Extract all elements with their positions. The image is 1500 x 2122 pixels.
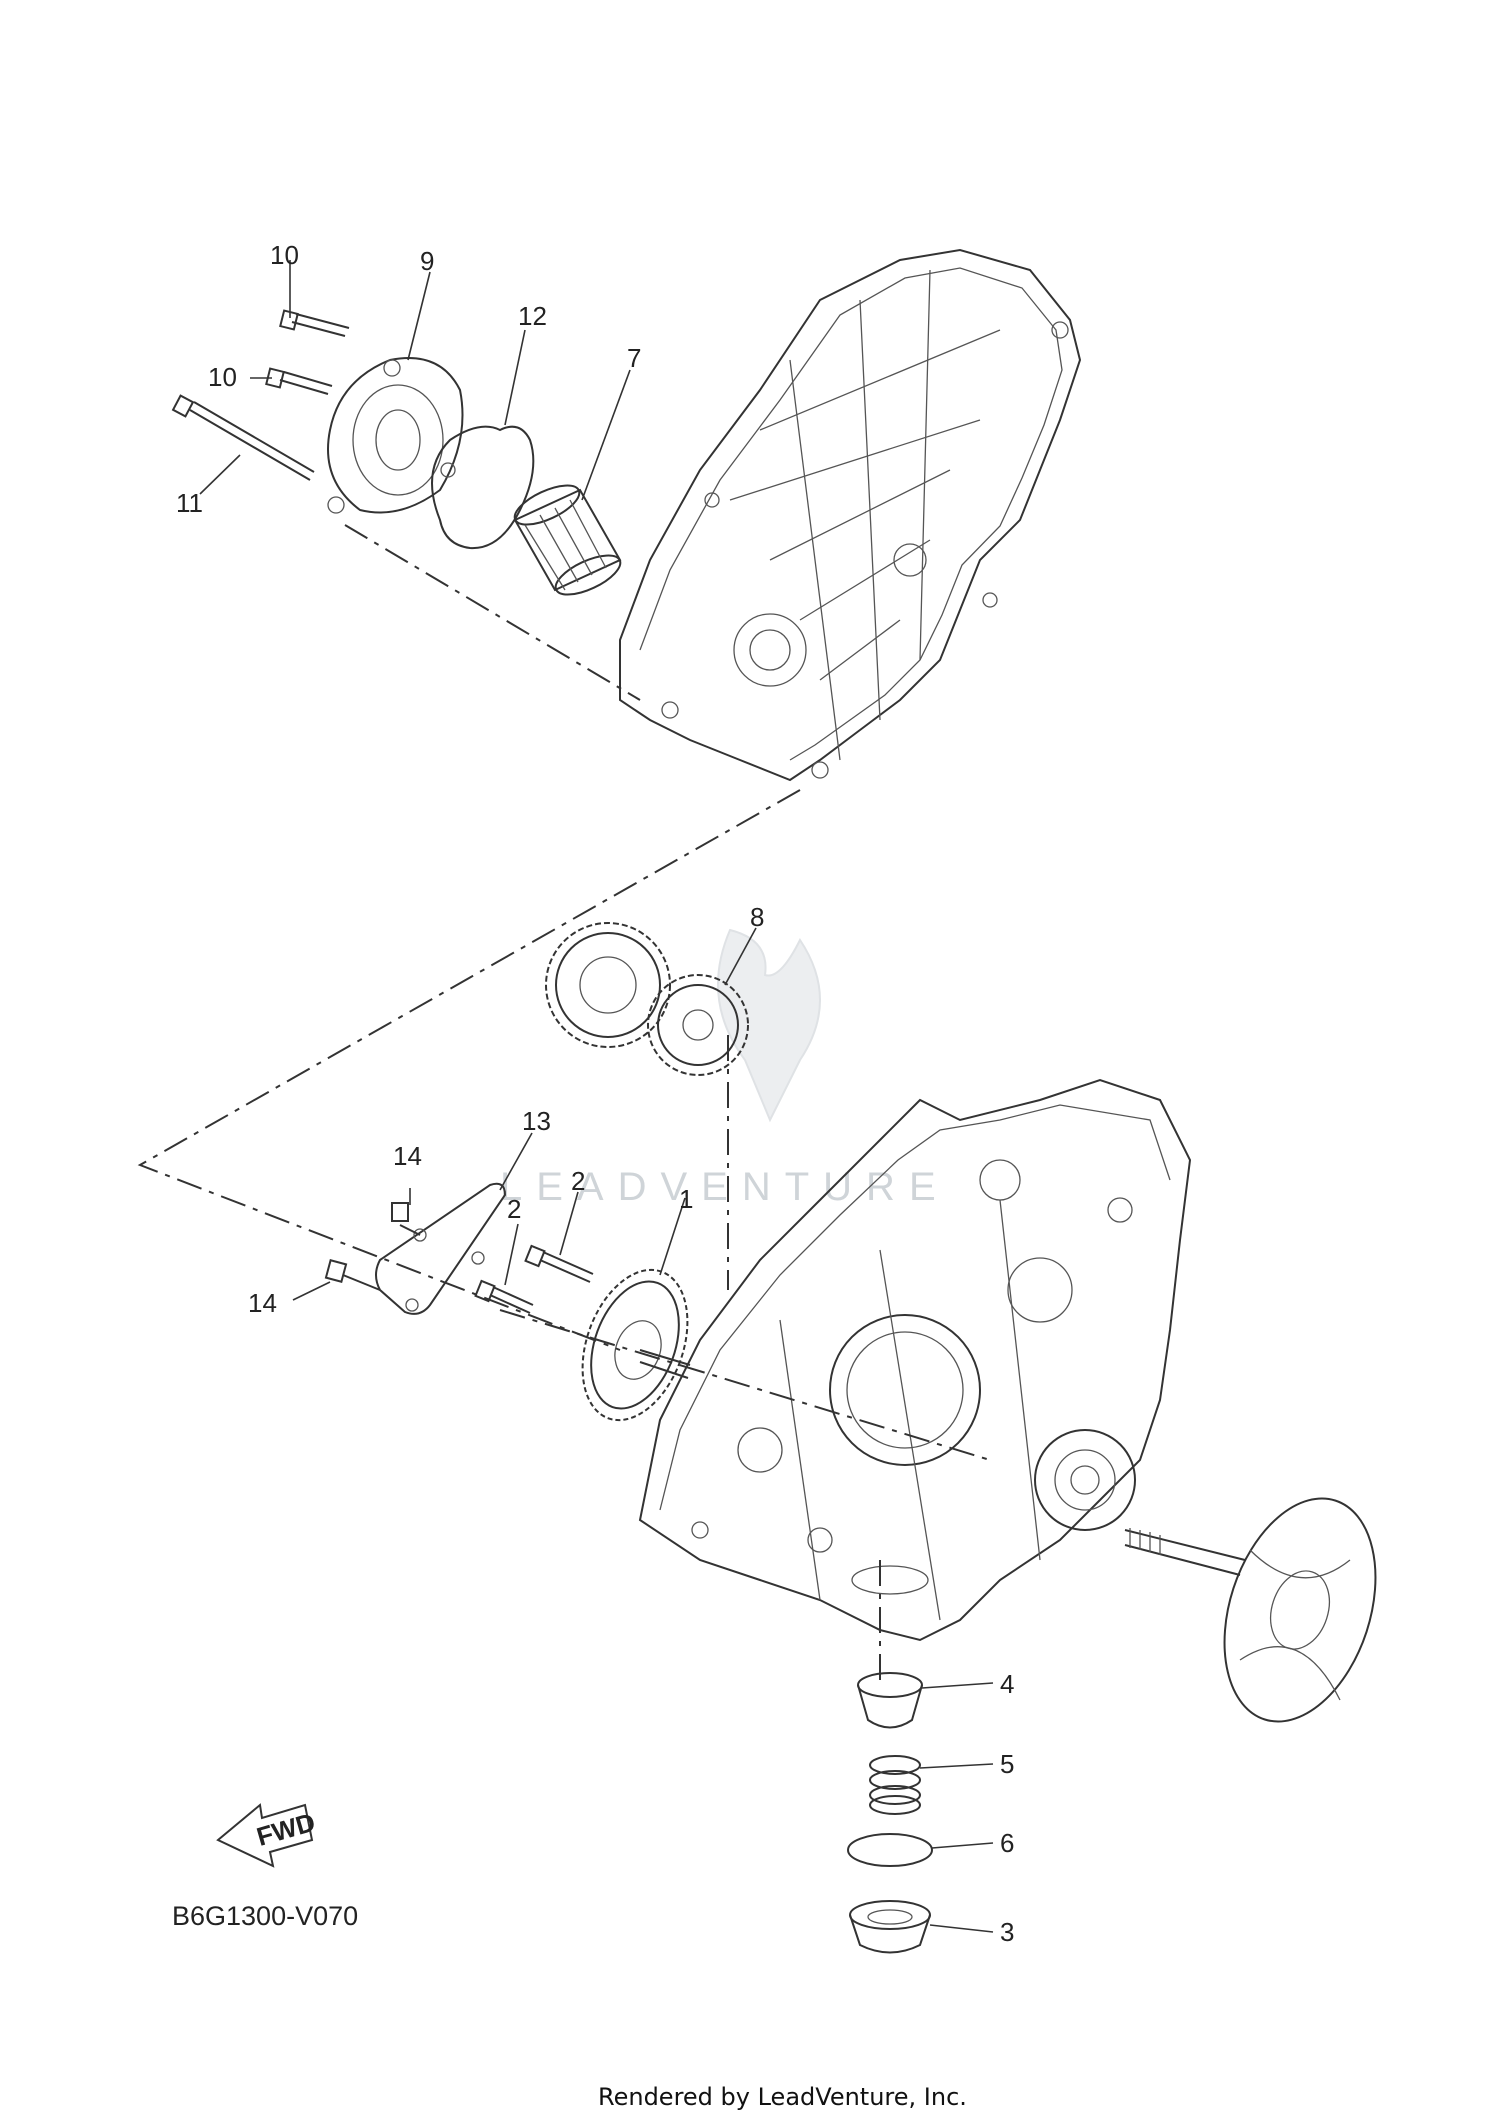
callout-5: 5	[1000, 1749, 1014, 1779]
fwd-arrow-icon: FWD	[216, 1803, 318, 1868]
callout-13: 13	[522, 1106, 551, 1136]
watermark: LEADVENTURE	[500, 928, 950, 1209]
cover-plate	[375, 1182, 507, 1315]
crankcase-cover-upper	[619, 248, 1082, 782]
callout-12: 12	[518, 301, 547, 331]
crankshaft	[1124, 1497, 1377, 1723]
oil-pump-gear	[581, 1268, 691, 1422]
bolts-pump	[474, 1244, 594, 1314]
crankcase-lower	[638, 1078, 1192, 1642]
callout-14a: 14	[393, 1141, 422, 1171]
oil-strainer	[857, 1672, 923, 1729]
callout-9: 9	[420, 246, 434, 276]
callout-14b: 14	[248, 1288, 277, 1318]
watermark-logo	[717, 928, 821, 1123]
callout-6: 6	[1000, 1828, 1014, 1858]
callout-8: 8	[750, 902, 764, 932]
fwd-label: FWD	[253, 1807, 318, 1852]
oil-filter-gasket	[431, 425, 535, 550]
oil-filter-cover	[327, 357, 464, 514]
callout-labels: 10 9 12 7 10 11 8 13 14 2 1 2 14 4 5 6 3	[176, 240, 1014, 1947]
leader-lines	[199, 260, 994, 1933]
bolts-upper	[171, 309, 350, 481]
diagram-code: B6G1300-V070	[172, 1901, 358, 1931]
oil-filter-element	[513, 484, 622, 596]
callout-10b: 10	[208, 362, 237, 392]
spring	[869, 1755, 921, 1815]
assembly-lines	[137, 524, 991, 1680]
callout-3: 3	[1000, 1917, 1014, 1947]
watermark-text: LEADVENTURE	[500, 1165, 950, 1209]
callout-4: 4	[1000, 1669, 1014, 1699]
bolts-plate	[324, 1202, 421, 1291]
o-ring	[847, 1833, 933, 1867]
callout-10a: 10	[270, 240, 299, 270]
callout-1: 1	[679, 1184, 693, 1214]
callout-2b: 2	[507, 1194, 521, 1224]
gear-pair-upper	[545, 922, 749, 1076]
callout-7: 7	[627, 343, 641, 373]
drain-plug	[849, 1900, 931, 1954]
callout-2a: 2	[571, 1166, 585, 1196]
callout-11: 11	[176, 488, 203, 518]
footer-credit: Rendered by LeadVenture, Inc.	[598, 2083, 967, 2111]
